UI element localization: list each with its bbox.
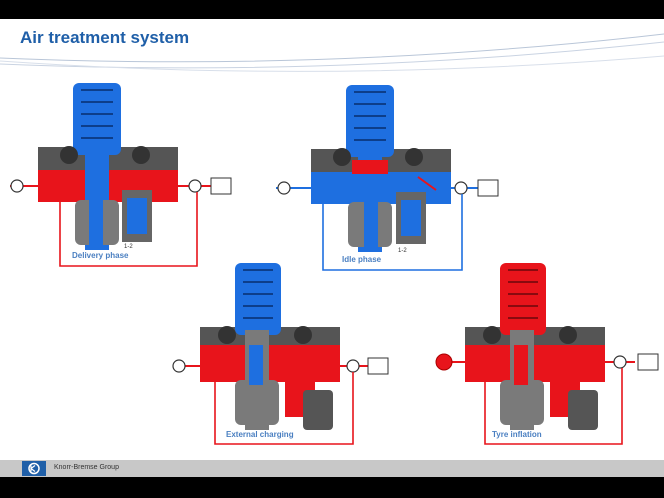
footer-brand: Knorr-Bremse Group xyxy=(54,464,119,471)
valve-external-charging-diagram xyxy=(172,263,389,445)
page-title: Air treatment system xyxy=(20,28,190,47)
knorr-bremse-logo xyxy=(22,461,46,476)
bottom-bar xyxy=(0,477,664,498)
caption-idle-phase: Idle phase xyxy=(342,255,382,264)
valve-idle-diagram: 1-2 xyxy=(276,85,499,271)
port-label: 1-2 xyxy=(398,248,407,254)
caption-tyre-inflation: Tyre inflation xyxy=(492,430,542,439)
header-swoosh xyxy=(0,33,664,72)
valve-tyre-inflation-diagram xyxy=(435,263,659,445)
valve-delivery-diagram: 1-2 xyxy=(10,83,232,267)
caption-external-charging: External charging xyxy=(226,430,294,439)
top-bar xyxy=(0,0,664,19)
caption-delivery-phase: Delivery phase xyxy=(72,251,129,260)
footer-bar xyxy=(0,460,664,477)
port-label: 1-2 xyxy=(124,244,133,250)
